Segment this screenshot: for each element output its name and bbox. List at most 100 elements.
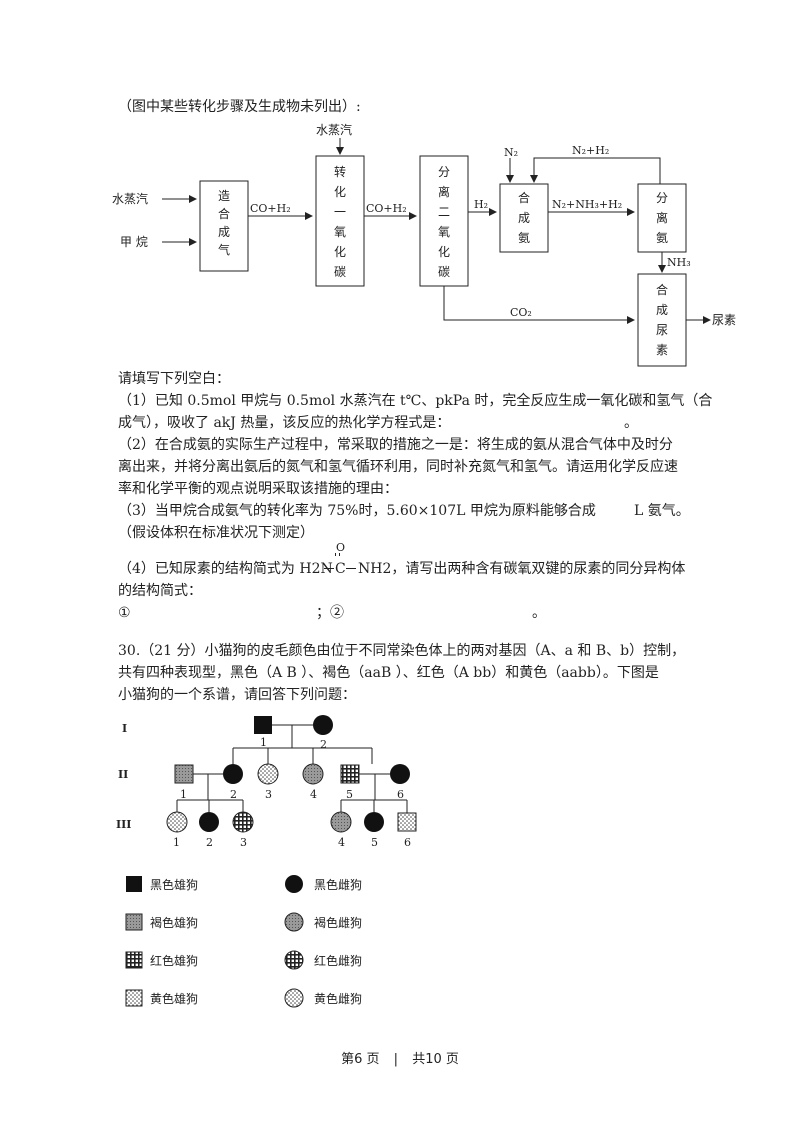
q2-line1: （2）在合成氨的实际生产过程中，常采取的措施之一是：将生成的氨从混合气体中及时分 — [118, 437, 673, 453]
svg-text:3: 3 — [240, 836, 247, 848]
arrow-recycle — [530, 157, 661, 184]
footer-page-number: 第6 页 — [341, 1052, 380, 1067]
q3-line1: （3）当甲烷合成氨气的转化率为 75%时，5.60×107L 甲烷为原料能够合成 — [118, 503, 596, 519]
gen2-female-6-black — [390, 764, 410, 784]
svg-text:3: 3 — [265, 788, 272, 801]
svg-text:化: 化 — [438, 245, 450, 259]
gen3-female-2-black — [199, 812, 219, 832]
svg-text:5: 5 — [371, 836, 378, 848]
svg-text:离: 离 — [438, 184, 450, 199]
svg-text:二: 二 — [438, 205, 450, 219]
svg-text:合: 合 — [518, 190, 530, 205]
svg-text:2: 2 — [206, 836, 213, 848]
box-make-syngas — [199, 180, 249, 272]
label-nh3: NH₃ — [667, 256, 691, 269]
gen3-female-4-brown — [330, 811, 352, 833]
gen2-female-3-yellow — [257, 763, 279, 785]
urea-oxygen: O — [336, 541, 346, 554]
footer-total-pages: 共10 页 — [412, 1052, 459, 1067]
svg-text:黑色雄狗: 黑色雄狗 — [150, 877, 198, 892]
urea-bond-right — [346, 568, 356, 569]
svg-text:化: 化 — [334, 245, 346, 259]
q1-line1: （1）已知 0.5mol 甲烷与 0.5mol 水蒸汽在 t℃、pkPa 时，完… — [118, 393, 713, 409]
svg-text:成: 成 — [518, 211, 530, 225]
svg-text:成: 成 — [656, 303, 668, 317]
intro-note: （图中某些转化步骤及生成物未列出）: — [118, 99, 361, 115]
legend-red-male-icon — [125, 951, 143, 969]
top-steam-label: 水蒸汽 — [316, 122, 352, 137]
svg-text:4: 4 — [338, 836, 345, 848]
svg-text:黑色雌狗: 黑色雌狗 — [314, 877, 362, 892]
svg-text:氨: 氨 — [518, 231, 530, 245]
svg-text:4: 4 — [310, 788, 317, 801]
q3-line2: （假设体积在标准状况下测定） — [118, 525, 314, 541]
gen2-male-1-brown — [174, 764, 194, 784]
svg-text:尿: 尿 — [656, 323, 668, 337]
svg-text:2: 2 — [320, 738, 327, 751]
q4-blank-1: ① — [118, 605, 131, 621]
box-synthesize-ammonia — [499, 183, 549, 253]
gen2-female-4-brown — [302, 763, 324, 785]
gen1-male-1-black — [254, 716, 272, 734]
q30-line3: 小猫狗的一个系谱，请回答下列问题： — [118, 687, 356, 703]
label-h2: H₂ — [474, 198, 488, 211]
svg-text:素: 素 — [656, 343, 668, 357]
label-co-h2-1: CO+H₂ — [250, 202, 291, 215]
urea-carbon: C — [335, 561, 346, 577]
gen3-male-6-yellow — [397, 812, 417, 832]
gen3-female-3-red — [232, 811, 254, 833]
svg-text:离: 离 — [656, 210, 668, 225]
generation-label-1: I — [122, 722, 127, 735]
svg-text:2: 2 — [230, 788, 237, 801]
svg-text:6: 6 — [397, 788, 404, 801]
svg-text:红色雌狗: 红色雌狗 — [314, 953, 362, 968]
q1-end: 。 — [624, 415, 638, 431]
generation-label-2: II — [118, 768, 128, 781]
svg-text:1: 1 — [180, 788, 187, 801]
svg-text:成: 成 — [218, 225, 230, 239]
label-co2: CO₂ — [510, 306, 532, 319]
box-convert-co — [315, 155, 365, 287]
svg-text:造: 造 — [218, 189, 230, 203]
q4-line2: 的结构简式： — [118, 583, 202, 599]
svg-text:氧: 氧 — [438, 225, 450, 239]
svg-text:红色雄狗: 红色雄狗 — [150, 953, 198, 968]
q1-line2: 成气），吸收了 akJ 热量，该反应的热化学方程式是： — [118, 415, 451, 431]
page-footer: 第6 页 | 共10 页 — [0, 1048, 800, 1067]
svg-text:分: 分 — [438, 165, 450, 179]
footer-separator: | — [393, 1052, 399, 1067]
gen3-female-5-black — [364, 812, 384, 832]
svg-text:气: 气 — [218, 242, 230, 257]
q4-end: 。 — [532, 605, 546, 621]
urea-double-bond-1 — [335, 553, 337, 556]
gen2-male-5-red — [340, 764, 360, 784]
input-steam-label: 水蒸汽 — [112, 191, 148, 206]
gen1-female-2-black — [313, 715, 333, 735]
svg-text:合: 合 — [218, 206, 230, 221]
gen2-female-2-black — [223, 764, 243, 784]
legend-red-female-icon — [284, 950, 304, 970]
label-urea-output: 尿素 — [712, 313, 736, 327]
svg-text:黄色雄狗: 黄色雄狗 — [150, 991, 198, 1006]
svg-text:分: 分 — [656, 191, 668, 205]
generation-label-3: III — [116, 818, 131, 831]
svg-text:一: 一 — [334, 205, 346, 219]
q4-separator: ；② — [316, 605, 344, 621]
urea-bond-left — [324, 568, 334, 569]
svg-text:合: 合 — [656, 282, 668, 297]
legend-yellow-female-icon — [284, 988, 304, 1008]
svg-text:黄色雌狗: 黄色雌狗 — [314, 991, 362, 1006]
label-mix: N₂+NH₃+H₂ — [552, 198, 622, 211]
q30-line2: 共有四种表现型，黑色（A B ）、褐色（aaB ）、红色（A bb）和黄色（aa… — [118, 665, 659, 681]
pedigree-chart: I II III 1 2 1 2 3 4 5 6 1 2 3 4 5 6 — [116, 715, 417, 848]
q4-prefix: （4）已知尿素的结构简式为 H2N — [118, 561, 333, 577]
urea-process-flowchart: 水蒸汽 甲 烷 造 合 成 气 CO+H₂ 水蒸汽 转 化 一 氧 化 碳 CO… — [112, 122, 736, 367]
q2-line2: 离出来，并将分离出氨后的氮气和氢气循环利用，同时补充氮气和氢气。请运用化学反应速 — [118, 459, 678, 475]
svg-text:氧: 氧 — [334, 225, 346, 239]
input-methane-label: 甲 烷 — [120, 235, 148, 249]
svg-text:化: 化 — [334, 185, 346, 199]
q30-line1: 30.（21 分）小猫狗的皮毛颜色由位于不同常染色体上的两对基因（A、a 和 B… — [118, 643, 686, 659]
label-recycle: N₂+H₂ — [572, 144, 609, 157]
svg-text:6: 6 — [404, 836, 411, 848]
svg-text:碳: 碳 — [334, 265, 346, 279]
